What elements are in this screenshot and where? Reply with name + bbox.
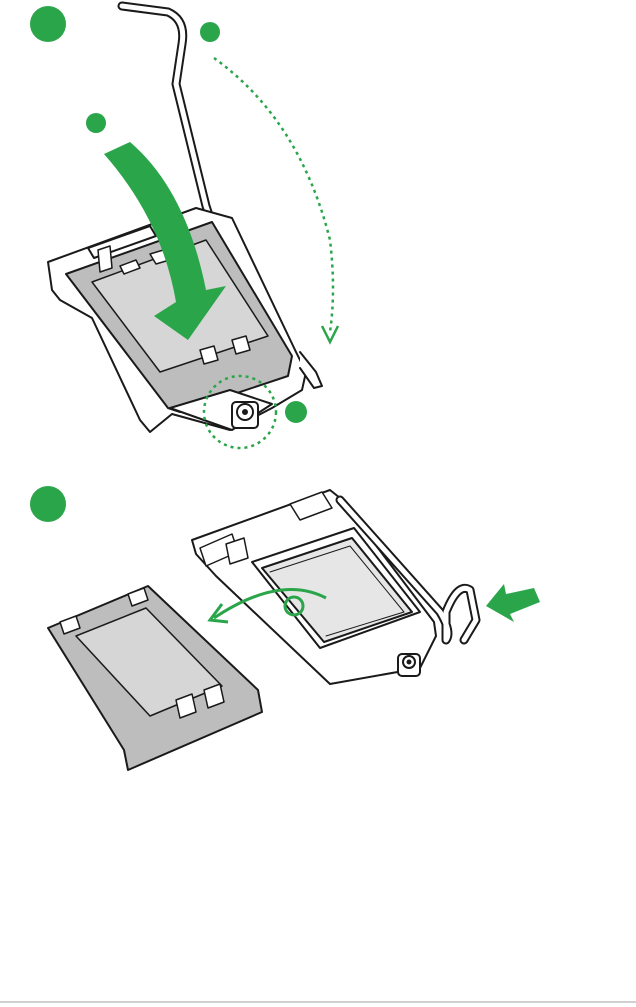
hinge-clip: [98, 246, 112, 272]
step-badge-press: [86, 113, 106, 133]
footer-rule: [0, 1001, 636, 1003]
step-badge-bottom: [30, 486, 66, 522]
screw: [232, 402, 258, 428]
plate-tab: [232, 336, 250, 354]
step-badge-top: [30, 6, 66, 42]
lever-push-arrow: [486, 584, 540, 622]
screw-bottom: [398, 654, 420, 676]
step-badge-lever: [200, 22, 220, 42]
plate-tab: [200, 346, 218, 364]
bottom-illustration: [48, 490, 476, 770]
top-illustration: [48, 6, 322, 432]
step-badge-screw: [285, 401, 307, 423]
